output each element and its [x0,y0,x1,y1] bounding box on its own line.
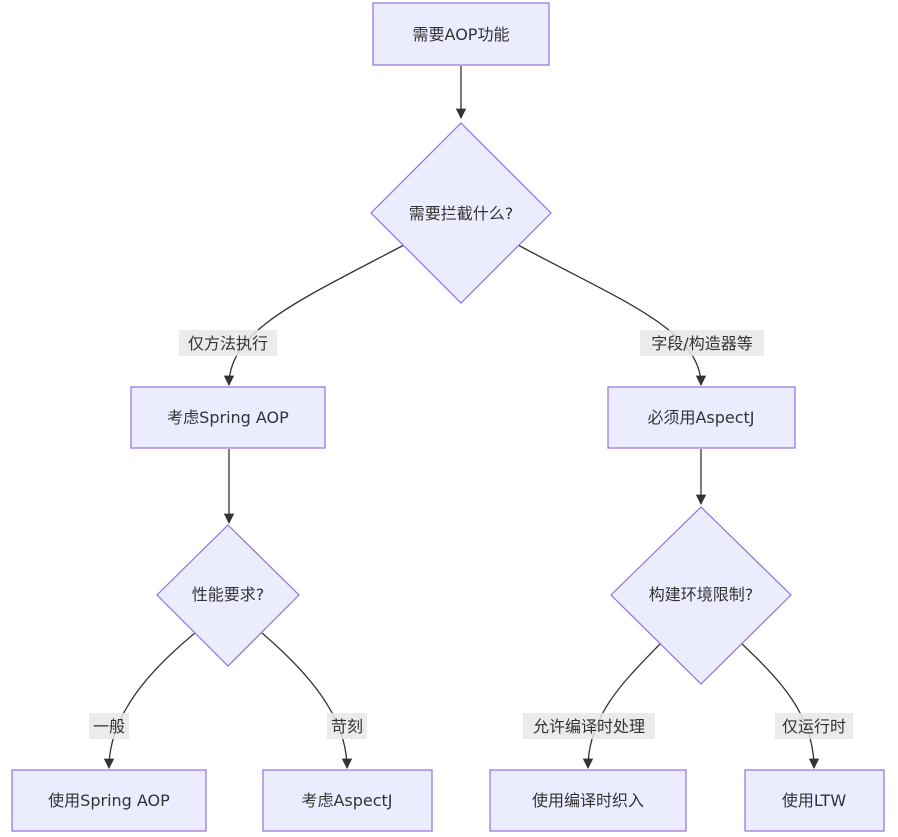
nodes: 需要AOP功能 需要拦截什么? 考虑Spring AOP 必须用AspectJ … [11,2,885,832]
edge-performance-to-consider-aspectj [261,632,353,770]
edge-intercept-to-spring [223,244,405,387]
node-start-label: 需要AOP功能 [413,25,510,44]
node-use-compile-weave: 使用编译时织入 [489,769,687,832]
edge-label-normal: 一般 [93,717,125,736]
edge-buildenv-to-compile-weave [582,642,662,770]
edge-label-field-ctor: 字段/构造器等 [651,334,752,353]
edge-intercept-to-aspectj [517,244,707,387]
node-use-spring-aop-label: 使用Spring AOP [48,791,170,810]
node-decision-build-env-label: 构建环境限制? [649,585,754,604]
node-use-ltw-label: 使用LTW [782,791,846,810]
edge-label-strict: 苛刻 [331,717,363,736]
edge-labels: 仅方法执行 字段/构造器等 一般 苛刻 允许编译时处理 仅运行时 [89,330,853,739]
node-decision-intercept-label: 需要拦截什么? [409,204,514,223]
node-decision-performance-label: 性能要求? [192,585,265,604]
node-use-compile-weave-label: 使用编译时织入 [532,791,644,810]
edge-label-compile-allowed: 允许编译时处理 [533,717,645,736]
edge-label-runtime-only: 仅运行时 [782,717,846,736]
edge-buildenv-to-ltw [740,642,820,770]
node-decision-build-env: 构建环境限制? [610,506,792,685]
node-spring-aop: 考虑Spring AOP [130,386,326,449]
edge-label-method-only: 仅方法执行 [188,334,268,353]
node-spring-aop-label: 考虑Spring AOP [167,408,289,427]
node-must-aspectj: 必须用AspectJ [607,386,796,449]
node-decision-performance: 性能要求? [156,524,300,667]
node-use-spring-aop: 使用Spring AOP [11,769,207,832]
edge-performance-to-use-spring [103,632,196,770]
node-must-aspectj-label: 必须用AspectJ [647,408,754,427]
node-consider-aspectj: 考虑AspectJ [262,769,433,832]
node-decision-intercept: 需要拦截什么? [370,122,552,304]
node-consider-aspectj-label: 考虑AspectJ [301,791,392,810]
node-use-ltw: 使用LTW [744,769,885,832]
node-start: 需要AOP功能 [372,2,550,66]
edges [103,66,820,770]
